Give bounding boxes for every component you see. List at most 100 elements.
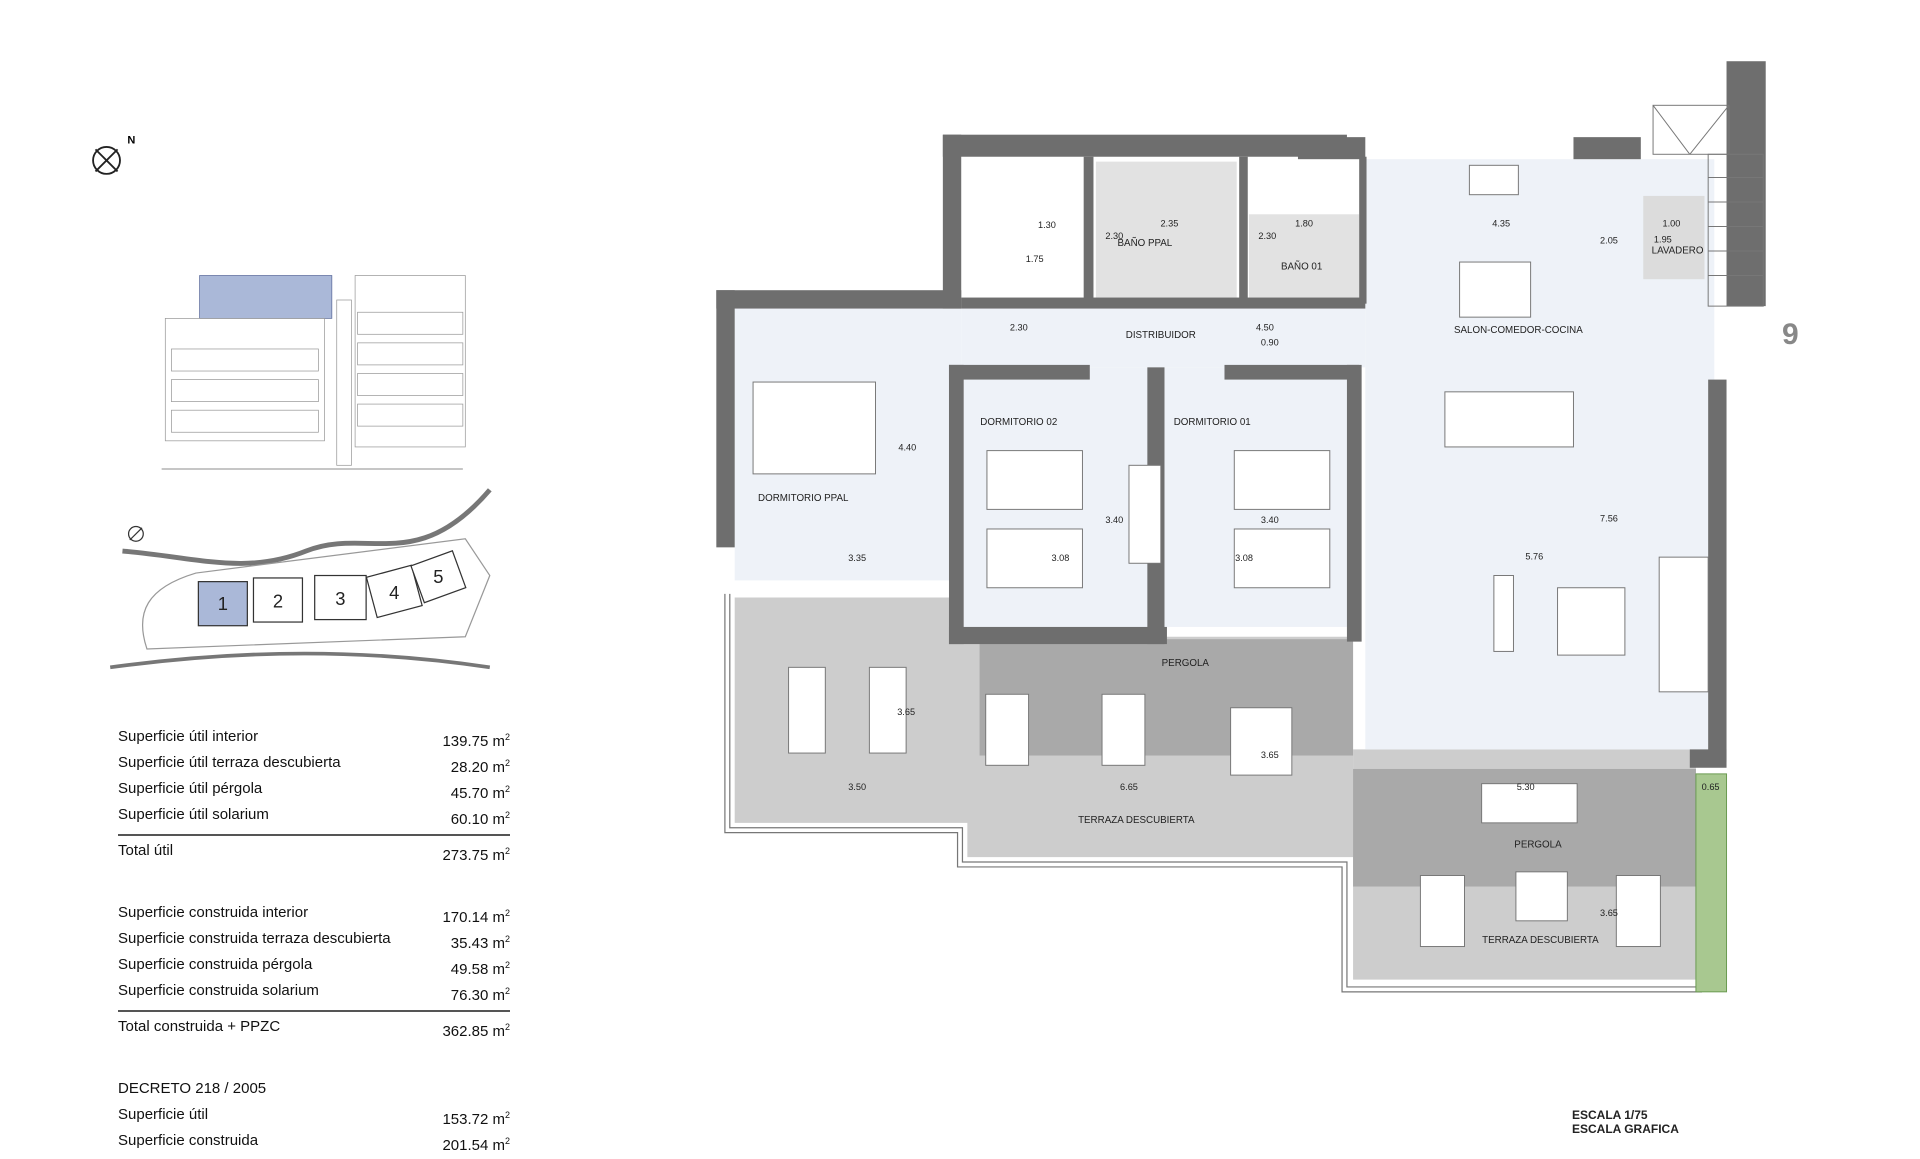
area-label: Superficie construida interior: [118, 904, 309, 921]
north-compass-icon: N: [92, 134, 135, 175]
dimension-label: 1.80: [1295, 219, 1313, 229]
area-value: 201.54 m2: [442, 1136, 510, 1154]
room-label: PERGOLA: [1162, 658, 1210, 669]
site-plan-thumbnail: 1 2 3 4 5: [109, 488, 492, 670]
area-label: Superficie construida solarium: [118, 982, 319, 999]
area-value: 28.20 m2: [450, 758, 510, 776]
apartment-floor-plan: [716, 61, 1766, 993]
area-label: Superficie construida terraza descubiert…: [118, 930, 391, 947]
planter-strip: [1695, 773, 1728, 993]
room-bano-01: [1248, 214, 1360, 300]
area-value: 76.30 m2: [450, 986, 510, 1004]
room-label: TERRAZA DESCUBIERTA: [1078, 815, 1195, 826]
decreto-title: DECRETO 218 / 2005: [118, 1080, 267, 1097]
compass-small-icon: [127, 525, 144, 542]
area-total-row: Total construida + PPZC 362.85 m2: [118, 1010, 510, 1040]
dimension-label: 0.90: [1261, 337, 1279, 347]
dimension-label: 2.05: [1600, 236, 1618, 246]
dimension-label: 1.30: [1038, 220, 1056, 230]
room-label: PERGOLA: [1514, 839, 1562, 850]
dimension-label: 2.30: [1105, 231, 1123, 241]
unit-number: 9: [1782, 318, 1799, 351]
dimension-label: 5.30: [1517, 782, 1535, 792]
area-row: Superficie útil solarium 60.10 m2: [118, 802, 510, 828]
area-row: Superficie construida terraza descubiert…: [118, 926, 510, 952]
room-label: DORMITORIO 02: [980, 417, 1057, 428]
building-label: 2: [273, 590, 283, 611]
dimension-label: 0.65: [1702, 782, 1720, 792]
area-label: Total útil: [118, 842, 174, 859]
area-value: 139.75 m2: [442, 732, 510, 750]
area-label: Superficie útil interior: [118, 728, 259, 745]
building-label: 5: [433, 566, 443, 587]
building-label: 3: [335, 588, 345, 609]
dimension-label: 6.65: [1120, 782, 1138, 792]
building-elevation-thumbnail: [161, 275, 466, 470]
area-value: 35.43 m2: [450, 934, 510, 952]
area-row: Superficie útil pérgola 45.70 m2: [118, 776, 510, 802]
dimension-label: 4.35: [1492, 219, 1510, 229]
area-label: Superficie útil pérgola: [118, 780, 263, 797]
dimension-label: 3.35: [848, 553, 866, 563]
room-distribuidor: [961, 308, 1366, 368]
area-label: Superficie construida: [118, 1132, 259, 1149]
scale-ratio: ESCALA 1/75: [1572, 1108, 1648, 1122]
area-label: Superficie útil solarium: [118, 806, 269, 823]
room-label: SALON-COMEDOR-COCINA: [1454, 325, 1583, 336]
area-value: 362.85 m2: [442, 1022, 510, 1040]
area-table: Superficie útil interior 139.75 m2 Superf…: [118, 724, 510, 1154]
area-value: 60.10 m2: [450, 810, 510, 828]
dimension-label: 4.40: [898, 443, 916, 453]
staircase: [1652, 104, 1764, 307]
dimension-label: 7.56: [1600, 514, 1618, 524]
scale-graphic-label: ESCALA GRAFICA: [1572, 1122, 1679, 1136]
room-label: TERRAZA DESCUBIERTA: [1482, 935, 1599, 946]
area-label: Superficie útil: [118, 1106, 209, 1123]
area-row: Superficie útil 153.72 m2: [118, 1102, 510, 1128]
dimension-label: 1.00: [1662, 219, 1680, 229]
dimension-label: 2.35: [1160, 219, 1178, 229]
dimension-label: 3.08: [1235, 553, 1253, 563]
dimension-label: 3.65: [1600, 908, 1618, 918]
area-value: 49.58 m2: [450, 960, 510, 978]
area-row: Superficie construida solarium 76.30 m2: [118, 978, 510, 1004]
building-label: 1: [218, 593, 228, 614]
north-label: N: [127, 134, 135, 146]
area-total-row: Total útil 273.75 m2: [118, 834, 510, 864]
dimension-label: 4.50: [1256, 323, 1274, 333]
dimension-label: 3.08: [1051, 553, 1069, 563]
area-row: Superficie construida 201.54 m2: [118, 1128, 510, 1154]
area-value: 45.70 m2: [450, 784, 510, 802]
area-row: Superficie construida interior 170.14 m2: [118, 900, 510, 926]
dimension-label: 1.95: [1654, 234, 1672, 244]
scale-note: ESCALA 1/75 ESCALA GRAFICA: [1572, 1108, 1679, 1136]
room-bano-ppal: [1095, 161, 1237, 299]
building-label: 4: [389, 582, 399, 603]
furniture: [752, 164, 1709, 948]
dimension-label: 3.50: [848, 782, 866, 792]
room-label: BAÑO PPAL: [1118, 238, 1173, 249]
room-label: DORMITORIO PPAL: [758, 493, 849, 504]
pergola-area-left: [979, 639, 1354, 756]
dimension-label: 3.40: [1261, 515, 1279, 525]
dimension-label: 5.76: [1525, 552, 1543, 562]
area-row: Superficie construida pérgola 49.58 m2: [118, 952, 510, 978]
area-value: 273.75 m2: [442, 846, 510, 864]
building-1-highlighted: [197, 581, 248, 627]
dimension-label: 3.40: [1105, 515, 1123, 525]
dimension-label: 3.65: [1261, 750, 1279, 760]
room-label: DISTRIBUIDOR: [1126, 330, 1196, 341]
area-label: Superficie construida pérgola: [118, 956, 313, 973]
area-label: Superficie útil terraza descubierta: [118, 754, 341, 771]
dimension-label: 1.75: [1026, 254, 1044, 264]
room-label: BAÑO 01: [1281, 261, 1322, 272]
room-lavadero: [1643, 195, 1705, 280]
area-row: Superficie útil interior 139.75 m2: [118, 724, 510, 750]
area-label: Total construida + PPZC: [118, 1018, 281, 1035]
room-label: LAVADERO: [1652, 245, 1704, 256]
area-value: 170.14 m2: [442, 908, 510, 926]
dimension-label: 3.65: [897, 707, 915, 717]
area-value: 153.72 m2: [442, 1110, 510, 1128]
area-row: Superficie útil terraza descubierta 28.20…: [118, 750, 510, 776]
